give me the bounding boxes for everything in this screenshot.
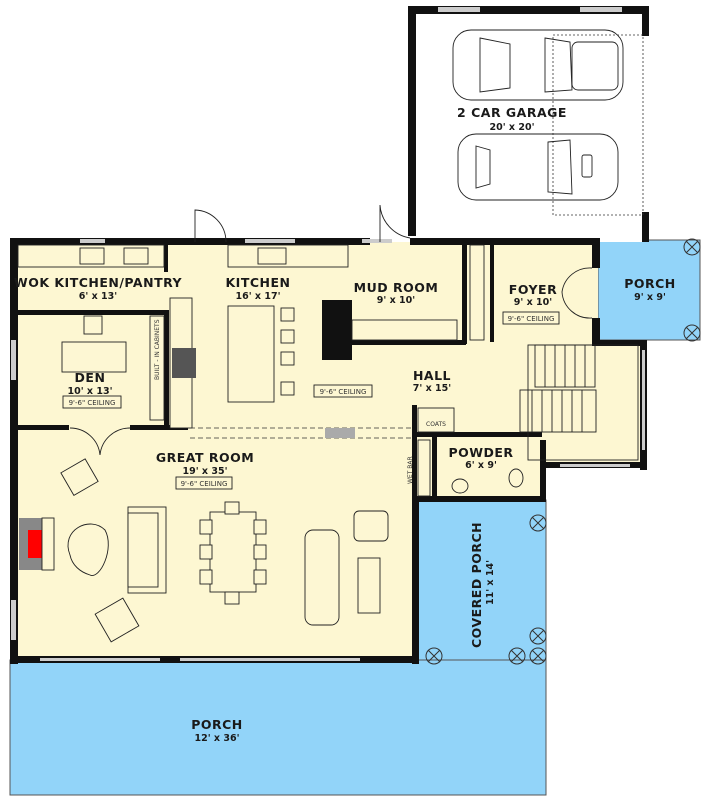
car-icon xyxy=(452,29,624,101)
armchair-icon xyxy=(353,510,389,542)
wet-bar-label: WET BAR xyxy=(407,456,414,484)
covered-porch xyxy=(417,499,547,661)
coats-label: COATS xyxy=(426,421,446,428)
hall-size: 7' x 15' xyxy=(413,383,451,394)
car-icon xyxy=(457,133,619,201)
garage-name: 2 CAR GARAGE xyxy=(457,105,567,120)
foyer-ceiling: 9'-6" CEILING xyxy=(508,315,555,323)
powder-name: POWDER xyxy=(448,445,513,460)
mud-room-name: MUD ROOM xyxy=(354,280,439,295)
kitchen-size: 16' x 17' xyxy=(236,291,281,302)
powder-size: 6' x 9' xyxy=(465,460,497,471)
stool-icon xyxy=(280,307,295,396)
entry-porch-name: PORCH xyxy=(624,276,676,291)
kitchen-name: KITCHEN xyxy=(226,275,291,290)
fireplace-icon xyxy=(19,517,55,571)
wok-kitchen-name: WOK KITCHEN/PANTRY xyxy=(14,275,183,290)
foyer-size: 9' x 10' xyxy=(514,297,552,308)
hall-name: HALL xyxy=(413,368,451,383)
stairs-icon xyxy=(519,344,639,461)
door-swing-icon xyxy=(69,204,593,456)
entry-porch-size: 9' x 9' xyxy=(634,292,666,303)
great-room-ceiling: 9'-6" CEILING xyxy=(181,480,228,488)
wok-kitchen-size: 6' x 13' xyxy=(79,291,117,302)
den-ceiling: 9'-6" CEILING xyxy=(69,399,116,407)
rear-porch-size: 12' x 36' xyxy=(195,733,240,744)
coffee-table xyxy=(357,557,381,614)
sofa-icon xyxy=(127,506,167,594)
covered-porch-size: 11' x 14' xyxy=(485,560,496,605)
built-in-label: BUILT - IN CABINETS xyxy=(154,319,161,380)
foyer-name: FOYER xyxy=(509,282,557,297)
garage-floor xyxy=(410,8,648,242)
covered-porch-name: COVERED PORCH xyxy=(469,522,484,648)
sofa-icon xyxy=(304,529,340,626)
armchair-icon xyxy=(60,458,99,497)
dining-table-icon xyxy=(199,501,267,605)
entry-porch xyxy=(597,239,701,341)
kitchen-island xyxy=(227,305,275,403)
cooktop-icon xyxy=(172,348,196,378)
mud-room-size: 9' x 10' xyxy=(377,295,415,306)
ottoman-icon xyxy=(67,523,109,576)
rear-porch-name: PORCH xyxy=(191,717,243,732)
great-room-size: 19' x 35' xyxy=(183,466,228,477)
great-room-name: GREAT ROOM xyxy=(156,450,254,465)
garage-size: 20' x 20' xyxy=(490,122,535,133)
rear-porch xyxy=(9,659,547,796)
den-size: 10' x 13' xyxy=(68,386,113,397)
kitchen-ceiling: 9'-6" CEILING xyxy=(320,388,367,396)
armchair-icon xyxy=(94,597,140,643)
den-name: DEN xyxy=(75,370,106,385)
light-fixture-icon xyxy=(425,238,701,665)
